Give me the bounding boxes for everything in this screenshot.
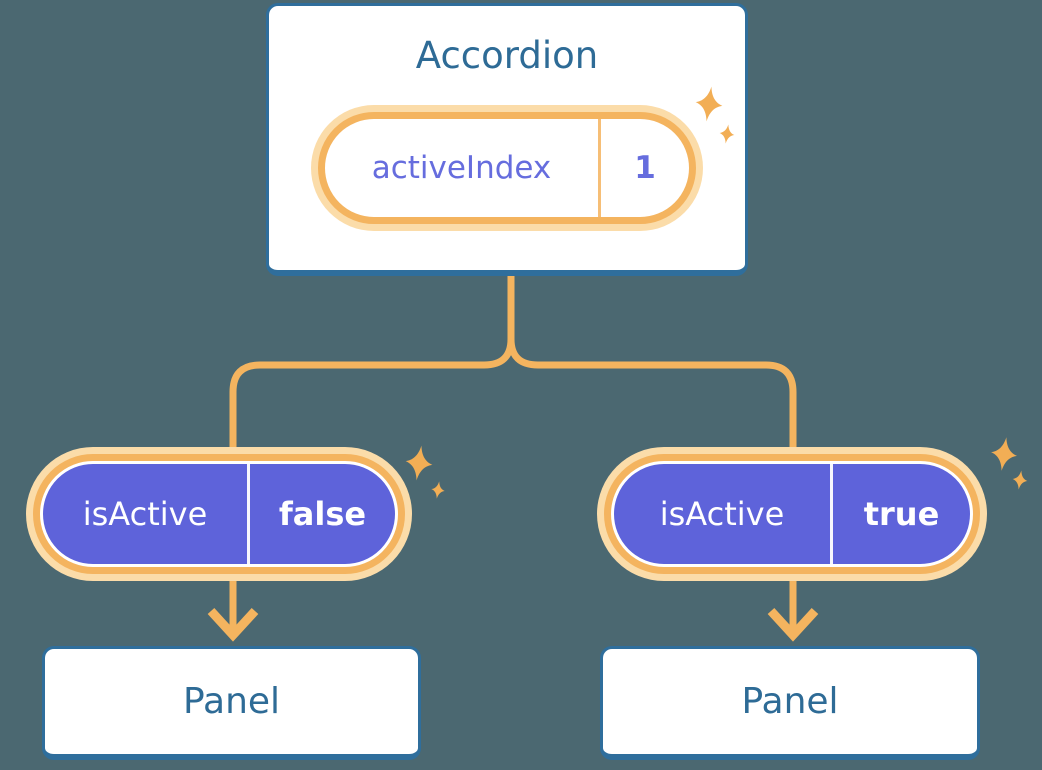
- state-value: 1: [634, 150, 656, 186]
- pill-divider: [598, 119, 601, 217]
- arrow-down-icon: [767, 607, 819, 642]
- connector-left-branch: [229, 276, 515, 630]
- state-label: isActive: [659, 495, 785, 533]
- panel-card-left: Panel: [42, 646, 421, 760]
- connector-right-branch: [507, 276, 797, 630]
- state-label: isActive: [82, 495, 208, 533]
- state-label: activeIndex: [371, 150, 552, 186]
- panel-card-right: Panel: [600, 646, 980, 760]
- arrow-down-icon: [207, 607, 259, 642]
- pill-divider: [830, 464, 833, 564]
- pill-divider: [247, 464, 250, 564]
- accordion-title: Accordion: [415, 33, 599, 77]
- is-active-pill-right: isActive true: [611, 461, 973, 567]
- state-value: false: [278, 495, 367, 533]
- is-active-pill-left: isActive false: [40, 461, 398, 567]
- active-index-state-pill: activeIndex 1: [318, 112, 696, 224]
- state-value: true: [863, 495, 940, 533]
